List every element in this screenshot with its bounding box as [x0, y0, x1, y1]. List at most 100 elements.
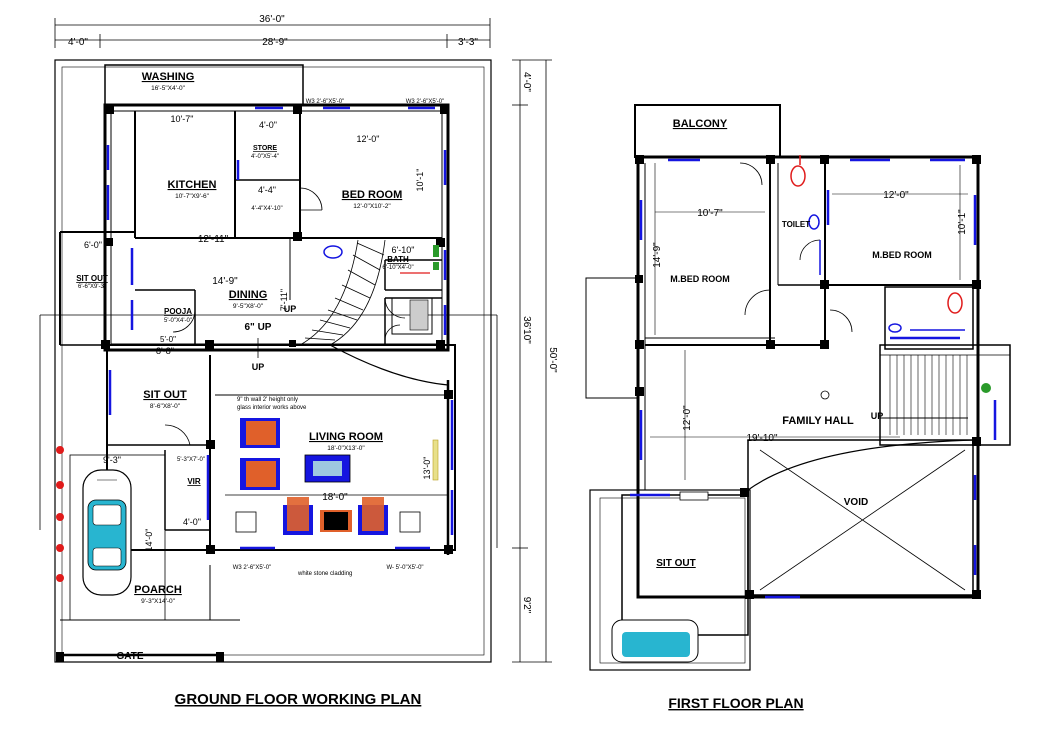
left-setback-dim: 4'-0" — [68, 37, 88, 48]
first-car-icon — [611, 619, 699, 663]
washing-label: WASHING — [142, 71, 195, 83]
pooja-label: POOJA — [164, 307, 192, 316]
middle-width-dim: 28'-9" — [262, 37, 288, 48]
first-floor-plan: BALCONY M.BED ROOM TOILET M.BED ROOM FAM… — [585, 104, 1011, 711]
first-dim-10-7: 10'-7" — [697, 208, 723, 219]
kitchen-label: KITCHEN — [168, 179, 217, 191]
balcony-area — [634, 104, 781, 158]
ground-windows — [106, 106, 454, 550]
dim-12-11: 12'-11" — [198, 234, 229, 245]
store-size: 4'-0"X5'-4" — [251, 154, 279, 160]
first-dim-12-0: 12'-0" — [883, 190, 909, 201]
dim-4-0b: 4'-0" — [183, 517, 201, 527]
vir-size: 5'-3"X7'-0" — [177, 457, 205, 463]
six-up-label: 6" UP — [245, 322, 272, 333]
bath-size: 6'-10"X4'-0" — [382, 265, 413, 271]
car-icon — [82, 469, 132, 596]
right-middle-dim: 36'10" — [521, 316, 532, 344]
dim-7-11: 7'-11" — [279, 289, 289, 311]
coffee-table-top-icon — [313, 461, 342, 476]
red-marker-icons — [56, 446, 64, 582]
ground-floor-plan: 36'-0" 4'-0" 28'-9" 3'-3" 4'-0" 36'10" 5… — [39, 14, 558, 708]
gate-label: GATE — [116, 651, 143, 662]
glass-note-1: 9" th wall 2' height only — [237, 397, 298, 403]
dim-12-0: 12'-0" — [357, 134, 380, 144]
green-fixture-icon — [433, 245, 439, 257]
washing-area — [104, 64, 304, 106]
washbasin-icon — [323, 245, 343, 259]
first-dim-19-10: 19'-10" — [746, 433, 777, 444]
window-w3-a: W3 2'-6"X5'-0" — [306, 99, 345, 105]
dim-9-3: 9'-3" — [103, 455, 121, 465]
ground-top-dimensions — [54, 18, 491, 48]
dim-6-0: 6'-0" — [84, 240, 102, 250]
dim-10-1: 10'-1" — [415, 169, 425, 192]
ground-right-dimensions — [512, 59, 552, 663]
sofa-icon — [235, 418, 421, 535]
sitout-left-label: SIT OUT — [76, 274, 108, 283]
ground-floor-title: GROUND FLOOR WORKING PLAN — [175, 691, 422, 708]
wc-fixture-icon — [391, 297, 433, 335]
up-label-1: UP — [284, 304, 297, 314]
dim-13-0: 13'-0" — [422, 457, 432, 480]
sitout-label: SIT OUT — [143, 389, 187, 401]
dim-6-10: 6'-10" — [392, 245, 415, 255]
dim-4-4x4-10: 4'-4"X4'-10" — [251, 206, 282, 212]
plot-boundary — [54, 59, 492, 663]
dim-4-4: 4'-4" — [258, 185, 276, 195]
toilet-label: TOILET — [782, 220, 810, 229]
mbed-right-label: M.BED ROOM — [872, 250, 932, 260]
poarch-size: 9'-3"X14'-0" — [141, 598, 176, 605]
dining-size: 9'-5"X8'-0" — [233, 303, 264, 310]
first-columns — [635, 155, 981, 599]
balcony-label: BALCONY — [673, 118, 728, 130]
pooja-size: 5'-0"X4'-0" — [164, 318, 192, 324]
first-sitout-label: SIT OUT — [656, 558, 695, 569]
first-windows — [630, 158, 997, 599]
living-size: 18'-0"X13'-0" — [327, 445, 365, 452]
overall-width-dim: 36'-0" — [259, 14, 285, 25]
ground-walls — [59, 103, 456, 657]
dim-4-0a: 4'-0" — [259, 120, 277, 130]
first-walls — [585, 155, 1011, 671]
living-label: LIVING ROOM — [309, 431, 383, 443]
family-hall-label: FAMILY HALL — [782, 415, 854, 427]
glass-note-2: glass interior works above — [237, 405, 307, 411]
bedroom-label: BED ROOM — [342, 189, 403, 201]
right-bottom-dim: 9'2" — [521, 597, 532, 614]
dining-label: DINING — [229, 289, 268, 301]
first-up-label: UP — [871, 411, 884, 421]
first-dim-10-1: 10'-1" — [957, 209, 968, 235]
gate-post-right — [216, 652, 224, 662]
first-doors — [739, 162, 853, 333]
right-setback-dim: 3'-3" — [458, 37, 478, 48]
dim-18-0: 18'-0" — [322, 492, 348, 503]
ground-doors — [164, 187, 406, 446]
dim-10-7: 10'-7" — [171, 114, 194, 124]
living-shelf-icon — [432, 439, 439, 481]
sitout-left-size: 6'-6"X9'-3" — [78, 284, 106, 290]
dim-5-0: 5'-0" — [160, 335, 176, 344]
void-label: VOID — [844, 497, 868, 508]
mbed-left-label: M.BED ROOM — [670, 274, 730, 284]
window-w3-c: W3 2'-6"X5'-0" — [233, 565, 272, 571]
up-label-2: UP — [252, 362, 265, 372]
right-total-dim: 50'-0" — [547, 347, 558, 373]
first-dim-lines — [650, 163, 968, 480]
gate-post-left — [56, 652, 64, 662]
bedroom-size: 12'-0"X10'-2" — [353, 203, 391, 210]
white-stone-note: white stone cladding — [297, 571, 352, 577]
sitout-size: 8'-6"X8'-0" — [150, 403, 181, 410]
bath-label: BATH — [387, 255, 409, 264]
ground-staircase — [299, 239, 449, 386]
first-fixtures — [679, 155, 991, 501]
window-w3-b: W3 2'-6"X5'-0" — [406, 99, 445, 105]
first-dim-12-0v: 12'-0" — [682, 405, 693, 431]
ground-columns — [101, 105, 453, 554]
plot-inner-boundary — [61, 66, 485, 656]
poarch-label: POARCH — [134, 584, 182, 596]
window-w-bottom: W- 5'-0"X5'-0" — [386, 565, 423, 571]
wc-seat-icon — [409, 299, 429, 331]
right-top-dim: 4'-0" — [521, 72, 532, 92]
